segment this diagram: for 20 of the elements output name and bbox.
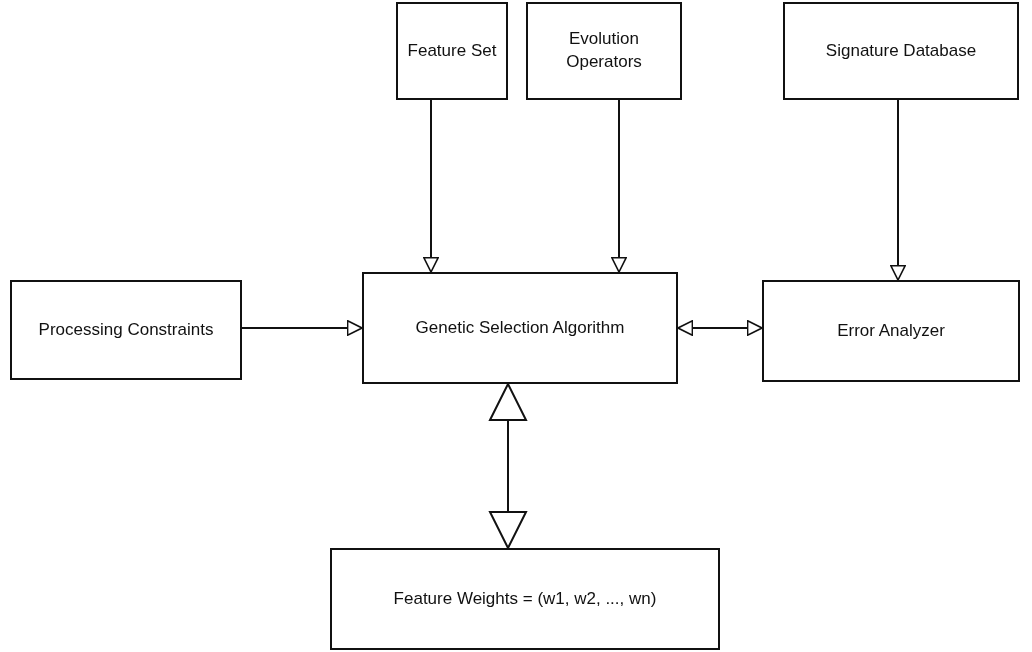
process-box bbox=[783, 2, 1019, 100]
arrow bbox=[890, 99, 906, 281]
process-box bbox=[330, 548, 720, 650]
box-label: Genetic Selection Algorithm bbox=[415, 316, 625, 339]
box-label: Feature Set bbox=[407, 39, 497, 62]
arrow bbox=[677, 320, 763, 336]
arrow bbox=[241, 320, 363, 336]
process-box bbox=[362, 272, 678, 384]
process-box bbox=[762, 280, 1020, 382]
arrow bbox=[489, 383, 527, 549]
box-label: Feature Weights = (w1, w2, ..., wn) bbox=[393, 587, 657, 610]
box-label: Error Analyzer bbox=[837, 319, 945, 342]
box-label: Signature Database bbox=[825, 39, 977, 62]
arrow bbox=[423, 99, 439, 273]
box-label: Evolution Operators bbox=[565, 28, 643, 73]
process-box bbox=[396, 2, 508, 100]
arrow bbox=[611, 99, 627, 273]
process-box bbox=[10, 280, 242, 380]
process-box bbox=[526, 2, 682, 100]
box-label: Processing Constraints bbox=[38, 318, 214, 341]
